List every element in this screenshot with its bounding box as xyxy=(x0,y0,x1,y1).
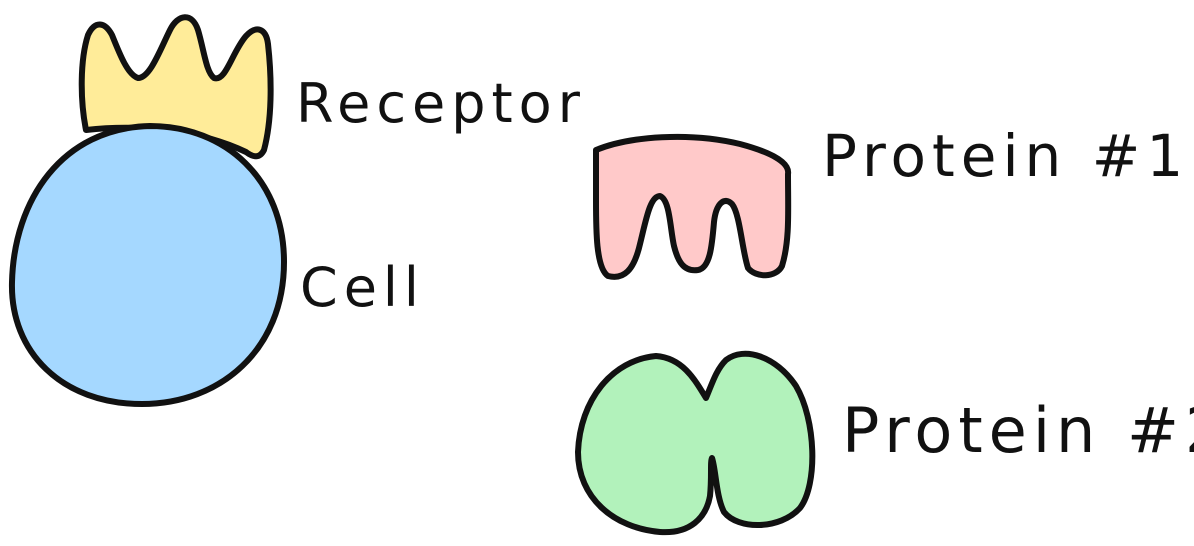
protein1-label: Protein #1 xyxy=(822,122,1189,190)
protein2-shape xyxy=(575,350,816,536)
cell-shape xyxy=(8,123,287,407)
receptor-shape xyxy=(78,14,274,160)
cell-label: Cell xyxy=(300,256,425,319)
protein1-shape xyxy=(592,133,792,280)
receptor-label: Receptor xyxy=(296,72,586,135)
protein2-label: Protein #2 xyxy=(842,394,1194,467)
